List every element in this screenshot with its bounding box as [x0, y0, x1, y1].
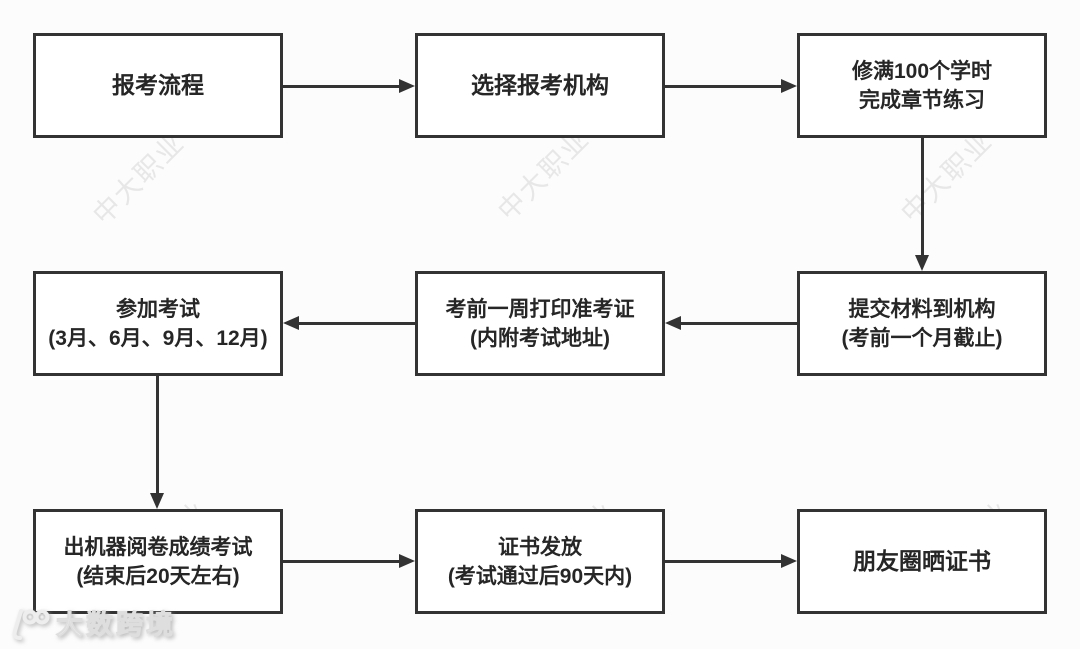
node-sublabel: (考试通过后90天内) [447, 564, 633, 588]
arrow-line [299, 322, 415, 325]
dashu-kuajing-logo: 大数跨境 [8, 607, 176, 643]
logo-100-icon [8, 607, 50, 643]
arrow-head-down-icon [150, 493, 164, 509]
node-label: 证书发放 [498, 535, 582, 559]
node-sublabel: (3月、6月、9月、12月) [48, 326, 268, 350]
arrow-line [665, 560, 781, 563]
node-label: 提交材料到机构 [848, 297, 996, 321]
flow-node-share: 朋友圈晒证书 [797, 509, 1047, 614]
flow-node-results: 出机器阅卷成绩考试 (结束后20天左右) [33, 509, 283, 614]
flow-node-start: 报考流程 [33, 33, 283, 138]
flow-node-take-exam: 参加考试 (3月、6月、9月、12月) [33, 271, 283, 376]
arrow-head-left-icon [665, 316, 681, 330]
arrow-head-right-icon [399, 79, 415, 93]
arrow-line [681, 322, 797, 325]
node-label: 报考流程 [112, 72, 204, 98]
node-label: 朋友圈晒证书 [853, 548, 991, 574]
flow-node-print-ticket: 考前一周打印准考证 (内附考试地址) [415, 271, 665, 376]
node-sublabel: (内附考试地址) [470, 326, 610, 350]
node-sublabel: (结束后20天左右) [76, 564, 240, 588]
node-sublabel: (考前一个月截止) [841, 326, 1003, 350]
watermark-text: 中大职业 [87, 127, 191, 231]
flow-node-submit-materials: 提交材料到机构 (考前一个月截止) [797, 271, 1047, 376]
arrow-line [921, 138, 924, 255]
arrow-head-right-icon [781, 554, 797, 568]
node-label: 参加考试 [116, 297, 200, 321]
arrow-line [665, 85, 781, 88]
node-sublabel: 完成章节练习 [859, 88, 985, 112]
arrow-line [283, 85, 399, 88]
node-label: 修满100个学时 [851, 59, 993, 83]
arrow-head-down-icon [915, 255, 929, 271]
arrow-line [156, 376, 159, 493]
node-label: 出机器阅卷成绩考试 [63, 535, 253, 559]
node-label: 选择报考机构 [471, 72, 609, 98]
arrow-head-right-icon [399, 554, 415, 568]
flow-node-study-hours: 修满100个学时 完成章节练习 [797, 33, 1047, 138]
flow-node-certificate: 证书发放 (考试通过后90天内) [415, 509, 665, 614]
node-label: 考前一周打印准考证 [445, 297, 635, 321]
flow-node-choose-org: 选择报考机构 [415, 33, 665, 138]
arrow-head-left-icon [283, 316, 299, 330]
arrow-head-right-icon [781, 79, 797, 93]
logo-text: 大数跨境 [56, 610, 176, 641]
arrow-line [283, 560, 399, 563]
